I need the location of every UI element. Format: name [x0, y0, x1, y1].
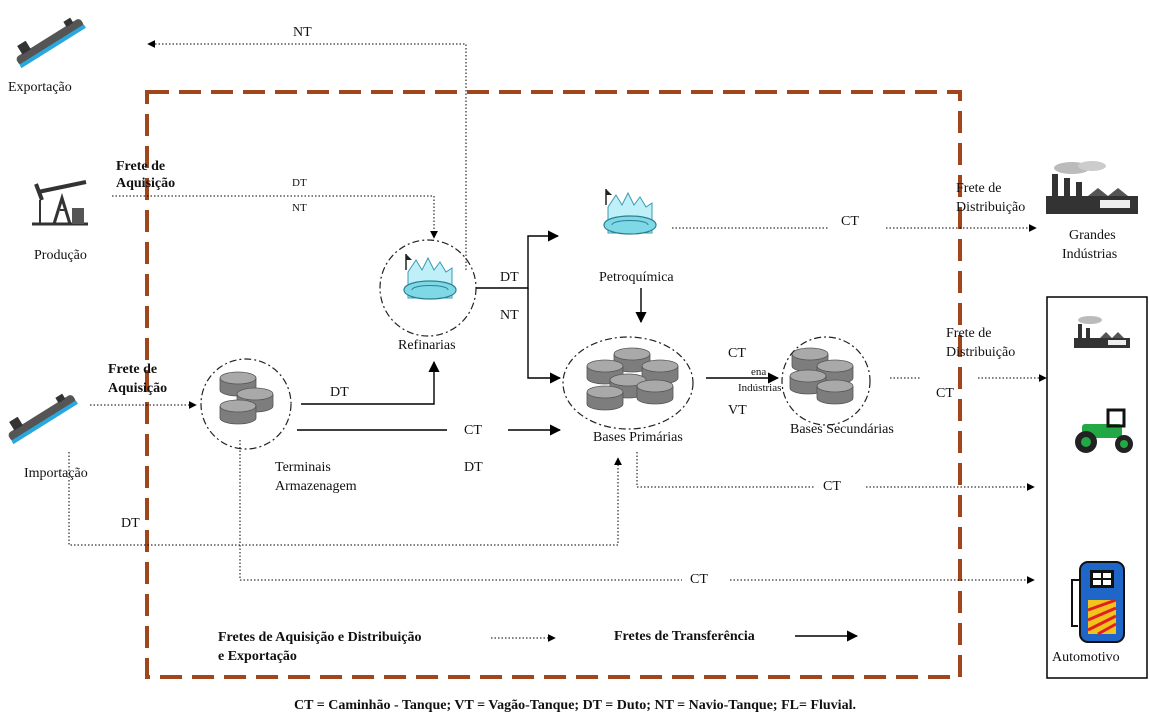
secondary-bases-circle: [781, 336, 871, 426]
distribution-freight-mid-1: Frete de: [946, 326, 992, 341]
key-dotted-label-1: Fretes de Aquisição e Distribuição: [218, 630, 422, 645]
flow-term-refinery: [301, 360, 440, 405]
primary-bases-label: Bases Primárias: [593, 430, 683, 445]
flow-import-bases: [68, 452, 622, 546]
flow-prod-ref: [112, 195, 438, 239]
tractor-icon: [1075, 408, 1133, 453]
automotive-label: Automotivo: [1052, 650, 1120, 665]
abbreviation-legend: CT = Caminhão - Tanque; VT = Vagão-Tanqu…: [294, 698, 856, 713]
industries-overlap-label-2: Indústrias: [738, 382, 782, 394]
mode-nt-production: NT: [292, 202, 307, 214]
distribution-freight-top-2: Distribuição: [956, 200, 1026, 215]
secondary-bases-label: Bases Secundárias: [790, 422, 894, 437]
acquisition-freight-mid-1: Frete de: [108, 362, 158, 377]
mode-ct-terminal: CT: [464, 423, 482, 438]
terminals-circle: [200, 358, 292, 450]
mode-dt-refinery: DT: [500, 270, 519, 285]
mode-ct-secondary: CT: [936, 386, 954, 401]
flow-term-pump-a: [239, 440, 682, 581]
petrochemical-icon: [603, 188, 657, 235]
mode-dt-production: DT: [292, 177, 307, 189]
distribution-freight-top-1: Frete de: [956, 181, 1002, 196]
fuel-pump-icon: [1071, 561, 1125, 643]
mode-ct-bases-industry: CT: [823, 479, 841, 494]
system-boundary: [145, 90, 962, 679]
primary-bases-tanks-icon: [586, 347, 679, 411]
acquisition-freight-top-2: Aquisição: [116, 176, 176, 191]
factory-small-icon: [1074, 316, 1130, 348]
mode-nt-export: NT: [293, 25, 312, 40]
mode-nt-refinery: NT: [500, 308, 519, 323]
mode-ct-bottom: CT: [690, 572, 708, 587]
mode-dt-terminal: DT: [330, 385, 349, 400]
distribution-freight-mid-2: Distribuição: [946, 345, 1016, 360]
primary-bases-circle: [562, 336, 694, 430]
mode-vt-bases: VT: [728, 403, 747, 418]
acquisition-freight-top-1: Frete de: [116, 159, 166, 174]
terminals-label-1: Terminais: [275, 460, 331, 475]
key-solid-label: Fretes de Transferência: [614, 629, 755, 644]
flow-ref-bases: [527, 288, 562, 384]
refinery-label: Refinarias: [398, 338, 456, 353]
flow-bases-tractor-a: [636, 452, 815, 488]
mode-ct-petrochemical: CT: [841, 214, 859, 229]
flow-ref-petro: [476, 230, 560, 289]
industries-overlap-label-1: ena: [751, 366, 767, 378]
import-ship-icon: [8, 393, 78, 445]
factory-large-icon: [1046, 161, 1138, 214]
key-dotted-label-2: e Exportação: [218, 649, 297, 664]
mode-dt-terminal-2: DT: [464, 460, 483, 475]
oil-pumpjack-icon: [32, 180, 88, 226]
import-label: Importação: [24, 466, 88, 481]
mode-dt-import: DT: [121, 516, 140, 531]
large-industry-label-1: Grandes: [1069, 228, 1116, 243]
terminals-label-2: Armazenagem: [275, 479, 357, 494]
flow-ref-export: [147, 40, 467, 270]
refinery-icon: [403, 253, 457, 300]
export-ship-icon: [16, 17, 86, 69]
terminal-tanks-icon: [219, 371, 274, 425]
production-label: Produção: [34, 248, 87, 263]
petrochemical-label: Petroquímica: [599, 270, 674, 285]
mode-ct-bases: CT: [728, 346, 746, 361]
large-industry-label-2: Indústrias: [1062, 247, 1118, 262]
secondary-bases-tanks-icon: [789, 347, 854, 405]
acquisition-freight-mid-2: Aquisição: [108, 381, 168, 396]
export-label: Exportação: [8, 80, 72, 95]
